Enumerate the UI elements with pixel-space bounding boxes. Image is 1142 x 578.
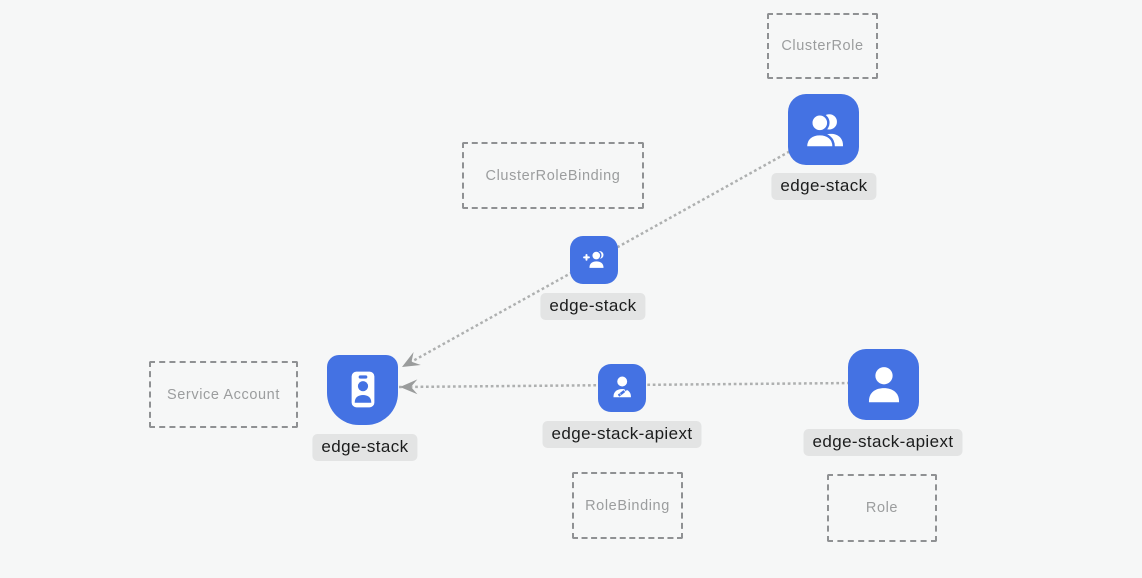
node-rolebinding-name: edge-stack-apiext [542, 421, 702, 448]
typebox-rolebinding-label: RoleBinding [585, 497, 670, 514]
node-clusterrole-name: edge-stack [771, 173, 877, 200]
typebox-serviceaccount-label: Service Account [167, 386, 280, 403]
typebox-serviceaccount: Service Account [149, 361, 298, 428]
typebox-role-label: Role [865, 500, 899, 516]
user-plus-icon [583, 250, 604, 268]
typebox-clusterrole-label: ClusterRole [781, 38, 864, 54]
node-clusterrole[interactable] [788, 94, 859, 165]
node-serviceaccount-name: edge-stack [312, 434, 418, 461]
node-role[interactable] [848, 349, 919, 420]
typebox-clusterrolebinding-label: ClusterRoleBinding [485, 167, 621, 184]
node-serviceaccount[interactable] [327, 355, 398, 425]
node-rolebinding[interactable] [598, 364, 646, 412]
typebox-clusterrolebinding: ClusterRoleBinding [462, 142, 644, 209]
typebox-rolebinding: RoleBinding [572, 472, 683, 539]
typebox-clusterrole: ClusterRole [767, 13, 878, 79]
node-role-name: edge-stack-apiext [803, 429, 963, 456]
id-badge-icon [351, 371, 374, 408]
user-edit-icon [613, 376, 631, 398]
typebox-role: Role [827, 474, 937, 542]
node-clusterrolebinding[interactable] [570, 236, 618, 284]
users-icon [804, 112, 843, 149]
user-icon [868, 366, 899, 402]
node-clusterrolebinding-name: edge-stack [540, 293, 646, 320]
